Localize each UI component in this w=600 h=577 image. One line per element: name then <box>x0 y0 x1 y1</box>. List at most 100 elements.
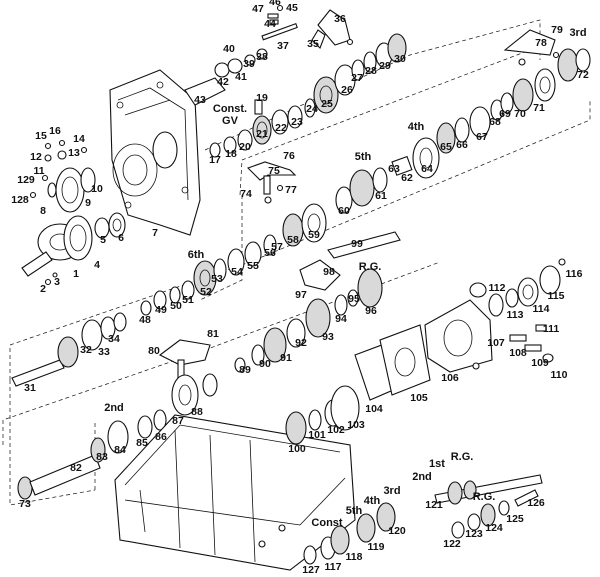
part-callout-114: 114 <box>533 303 550 315</box>
part-callout-22: 22 <box>275 122 287 134</box>
part-callout-50: 50 <box>170 300 182 312</box>
part-callout-103: 103 <box>347 419 365 431</box>
part-callout-49: 49 <box>155 304 167 316</box>
part-callout-74: 74 <box>240 188 252 200</box>
part-callout-65: 65 <box>440 141 452 153</box>
part-callout-61: 61 <box>375 190 387 202</box>
countershaft <box>17 409 167 500</box>
part-callout-19: 19 <box>256 92 268 104</box>
part-callout-8: 8 <box>40 205 46 217</box>
part-callout-58: 58 <box>287 234 299 246</box>
part-callout-26: 26 <box>341 84 353 96</box>
part-callout-76: 76 <box>283 150 295 162</box>
part-callout-9: 9 <box>85 197 91 209</box>
part-callout-55: 55 <box>247 260 259 272</box>
part-callout-63: 63 <box>388 163 400 175</box>
part-callout-119: 119 <box>368 541 385 553</box>
gear-label-line: GV <box>222 115 239 127</box>
gear-label-gear-6th: 6th <box>188 249 205 261</box>
part-callout-94: 94 <box>335 313 347 325</box>
part-callout-47: 47 <box>252 3 264 15</box>
gear-label-line: Const. <box>213 103 247 115</box>
part-callout-57: 57 <box>271 241 283 253</box>
part-callout-28: 28 <box>365 65 377 77</box>
part-callout-39: 39 <box>243 58 255 70</box>
part-callout-72: 72 <box>577 69 589 81</box>
mainshaft-gear-group <box>140 29 591 316</box>
idler-shaft-group <box>303 474 543 565</box>
gear-label-cs-rg: R.G. <box>473 491 496 503</box>
part-callout-77: 77 <box>285 184 297 196</box>
part-callout-93: 93 <box>322 331 334 343</box>
part-callout-30: 30 <box>394 53 406 65</box>
part-callout-102: 102 <box>327 424 345 436</box>
part-callout-122: 122 <box>443 538 461 550</box>
part-callout-92: 92 <box>295 337 307 349</box>
part-callout-124: 124 <box>485 522 503 534</box>
part-callout-84: 84 <box>114 444 126 456</box>
rear-housing-group <box>285 258 566 445</box>
part-callout-5: 5 <box>100 234 106 246</box>
part-callout-126: 126 <box>527 497 545 509</box>
part-callout-25: 25 <box>321 98 333 110</box>
gear-label-gear-4th-top: 4th <box>408 121 425 133</box>
part-callout-59: 59 <box>308 229 320 241</box>
part-callout-27: 27 <box>351 72 363 84</box>
part-callout-113: 113 <box>507 309 524 321</box>
part-callout-83: 83 <box>96 451 108 463</box>
part-callout-64: 64 <box>421 163 433 175</box>
part-callout-116: 116 <box>566 268 583 280</box>
part-callout-43: 43 <box>194 94 206 106</box>
part-callout-52: 52 <box>200 286 212 298</box>
countershaft-gear-group <box>158 231 401 416</box>
part-callout-95: 95 <box>348 293 360 305</box>
part-callout-129: 129 <box>17 174 35 186</box>
part-callout-73: 73 <box>19 498 31 510</box>
part-callout-20: 20 <box>239 141 251 153</box>
part-callout-34: 34 <box>108 333 120 345</box>
part-callout-104: 104 <box>365 403 383 415</box>
part-callout-2: 2 <box>40 283 46 295</box>
gear-label-cs-3rd: 3rd <box>383 485 400 497</box>
part-callout-6: 6 <box>118 232 124 244</box>
part-callout-46: 46 <box>269 0 281 8</box>
part-callout-7: 7 <box>152 227 158 239</box>
part-callout-106: 106 <box>441 372 459 384</box>
part-callout-23: 23 <box>291 116 303 128</box>
part-callout-78: 78 <box>535 37 547 49</box>
part-callout-3: 3 <box>54 276 60 288</box>
part-callout-118: 118 <box>346 551 363 563</box>
part-callout-15: 15 <box>35 130 47 142</box>
part-callout-41: 41 <box>235 71 247 83</box>
part-callout-125: 125 <box>506 513 524 525</box>
part-callout-99: 99 <box>351 238 363 250</box>
part-callout-66: 66 <box>456 139 468 151</box>
upper-shaft-group <box>184 4 407 158</box>
part-callout-100: 100 <box>288 443 306 455</box>
part-callout-48: 48 <box>139 314 151 326</box>
part-callout-128: 128 <box>11 194 29 206</box>
gear-label-const-gv: Const.GV <box>213 103 247 127</box>
part-callout-108: 108 <box>509 347 527 359</box>
part-callout-32: 32 <box>80 344 92 356</box>
gear-label-gear-3rd-top: 3rd <box>569 27 586 39</box>
part-callout-75: 75 <box>268 165 280 177</box>
part-callout-107: 107 <box>487 337 505 349</box>
part-callout-69: 69 <box>499 108 511 120</box>
part-callout-36: 36 <box>334 13 346 25</box>
part-callout-87: 87 <box>172 415 184 427</box>
part-callout-79: 79 <box>551 24 563 36</box>
part-callout-51: 51 <box>182 294 194 306</box>
part-callout-60: 60 <box>338 205 350 217</box>
part-callout-38: 38 <box>256 51 268 63</box>
part-callout-70: 70 <box>514 108 526 120</box>
part-callout-21: 21 <box>256 128 268 140</box>
part-callout-33: 33 <box>98 346 110 358</box>
part-callout-62: 62 <box>401 172 413 184</box>
part-callout-14: 14 <box>73 133 85 145</box>
part-callout-97: 97 <box>295 289 307 301</box>
part-callout-11: 11 <box>33 165 44 177</box>
part-callout-31: 31 <box>24 382 36 394</box>
